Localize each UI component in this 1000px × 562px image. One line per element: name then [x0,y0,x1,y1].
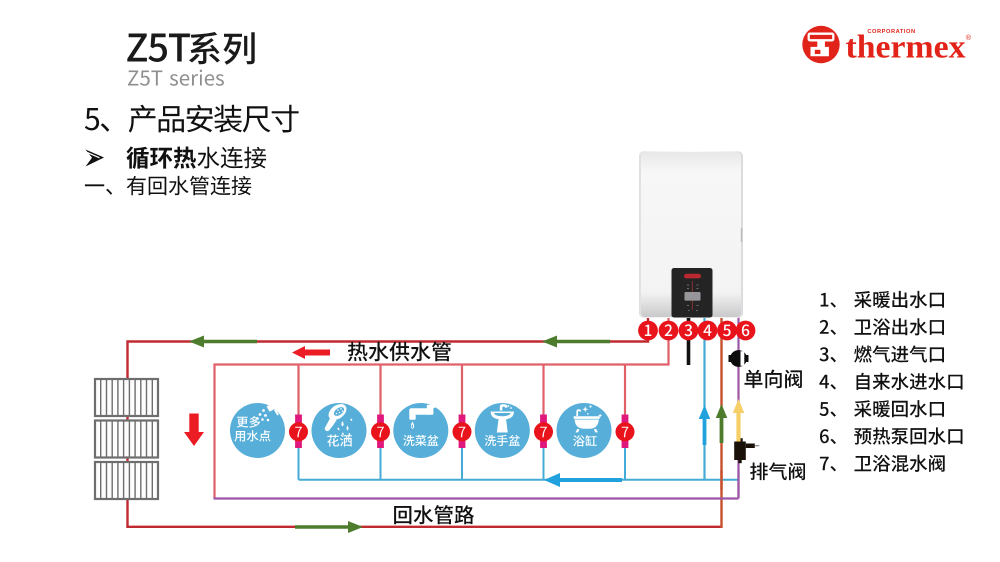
svg-text:CORPORATION: CORPORATION [867,29,915,35]
svg-text:®: ® [966,33,972,42]
svg-text:thermex: thermex [846,29,967,65]
